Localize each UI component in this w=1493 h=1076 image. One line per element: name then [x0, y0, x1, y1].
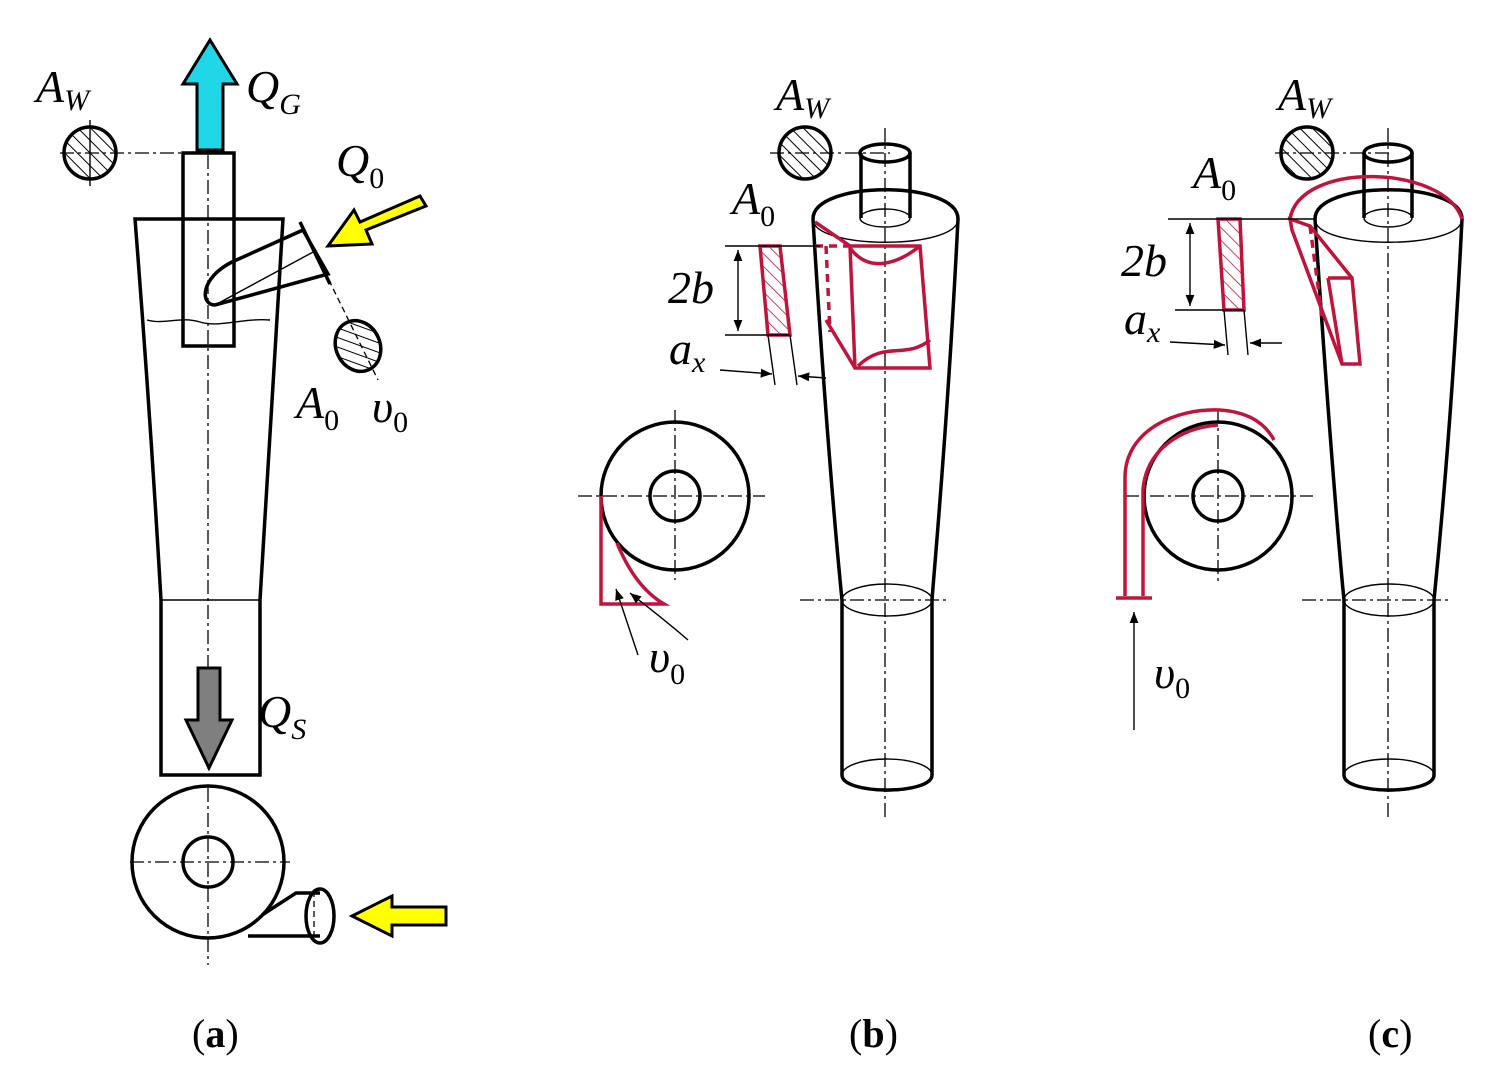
- vortex-finder: [1362, 153, 1414, 218]
- inlet-hidden-edge: [824, 245, 832, 333]
- plan-inner-circle: [181, 835, 235, 889]
- label-2b: 2b: [1121, 235, 1167, 286]
- inlet-flange: [298, 221, 332, 285]
- inlet-area-section: [1216, 217, 1246, 312]
- label-q-0: Q0: [336, 135, 384, 195]
- panel-c: AW A0 2b ax υ0 (c): [1116, 69, 1464, 1056]
- inlet-scroll: [814, 220, 932, 370]
- vortex-finder-top: [1362, 142, 1414, 164]
- inlet-arrow-icon: [324, 194, 429, 248]
- inlet-scroll-curve: [848, 244, 922, 266]
- plan-outer-circle: [130, 784, 286, 940]
- label-a-w: AW: [33, 61, 92, 117]
- label-a-w: AW: [773, 69, 832, 125]
- plan-inner-circle: [1191, 469, 1245, 523]
- dimension-extension-left: [1223, 309, 1229, 356]
- label-a-0: A0: [293, 377, 339, 437]
- dimension-ax-right: [797, 372, 827, 382]
- caption-b: (b): [849, 1011, 898, 1056]
- plan-inlet-opening: [304, 887, 336, 945]
- inlet-scroll-curve-bottom: [856, 338, 932, 368]
- label-q-g: QG: [246, 61, 301, 121]
- hatched-area-circle: [777, 125, 833, 181]
- inlet-axis-line: [214, 250, 316, 306]
- apex-ellipse: [841, 758, 933, 792]
- hatched-area-circle: [1279, 125, 1335, 181]
- label-q-s: QS: [258, 686, 306, 746]
- inlet-scroll-edge: [1326, 277, 1344, 365]
- label-a-x: ax: [669, 323, 706, 379]
- plan-inlet-spiral-outer: [1123, 408, 1276, 596]
- vortex-finder-bottom: [859, 208, 911, 228]
- caption-c: (c): [1368, 1011, 1412, 1056]
- dimension-extension-right: [789, 334, 798, 386]
- cylinder-top-rim: [812, 218, 959, 243]
- label-a-0: A0: [729, 173, 775, 233]
- plan-inlet-arrow-icon: [348, 893, 448, 939]
- plan-inlet-scroll: [599, 496, 671, 606]
- inlet-area-ellipse: [333, 318, 383, 374]
- label-2b: 2b: [668, 262, 714, 313]
- label-a-w: AW: [1275, 69, 1334, 125]
- overflow-pipe: [181, 151, 236, 348]
- dimension-extension-left: [767, 334, 776, 386]
- dimension-ax-left: [1169, 339, 1226, 349]
- apex-ellipse: [1343, 758, 1435, 792]
- underflow-arrow-icon: [183, 666, 235, 772]
- plan-velocity-arrow: [615, 588, 639, 656]
- dimension-ax-left: [719, 368, 773, 378]
- vortex-finder: [859, 153, 912, 218]
- dimension-extension-right: [1243, 309, 1249, 356]
- cylinder-top-rim: [1314, 218, 1463, 243]
- outlet-arrow-icon: [180, 37, 240, 152]
- plan-inner-circle: [648, 469, 702, 523]
- label-v-0: υ0: [649, 631, 685, 691]
- liquid-surface-line: [146, 319, 271, 325]
- plan-inlet-spiral-inner: [1141, 423, 1219, 596]
- vortex-finder-bottom: [1363, 208, 1413, 228]
- vortex-finder-top: [858, 142, 912, 164]
- inlet-scroll-edge: [848, 245, 857, 369]
- label-v-0: υ0: [372, 381, 408, 439]
- label-v-0: υ0: [1154, 647, 1190, 705]
- inlet-area-section: [758, 244, 792, 337]
- label-a-x: ax: [1124, 293, 1161, 349]
- panel-a: AW QG Q0 A0 υ0 QS (a): [33, 37, 448, 1056]
- label-a-0: A0: [1190, 147, 1236, 207]
- panel-b: AW A0 2b ax υ0 (b): [578, 69, 960, 1056]
- caption-a: (a): [192, 1011, 239, 1056]
- inlet-hidden-edge: [1308, 225, 1324, 317]
- plan-velocity-arrow-curved: [629, 592, 689, 641]
- inlet-pipe: [203, 227, 331, 307]
- cyclone-body: [133, 217, 285, 777]
- inlet-spiral-top: [1288, 174, 1464, 220]
